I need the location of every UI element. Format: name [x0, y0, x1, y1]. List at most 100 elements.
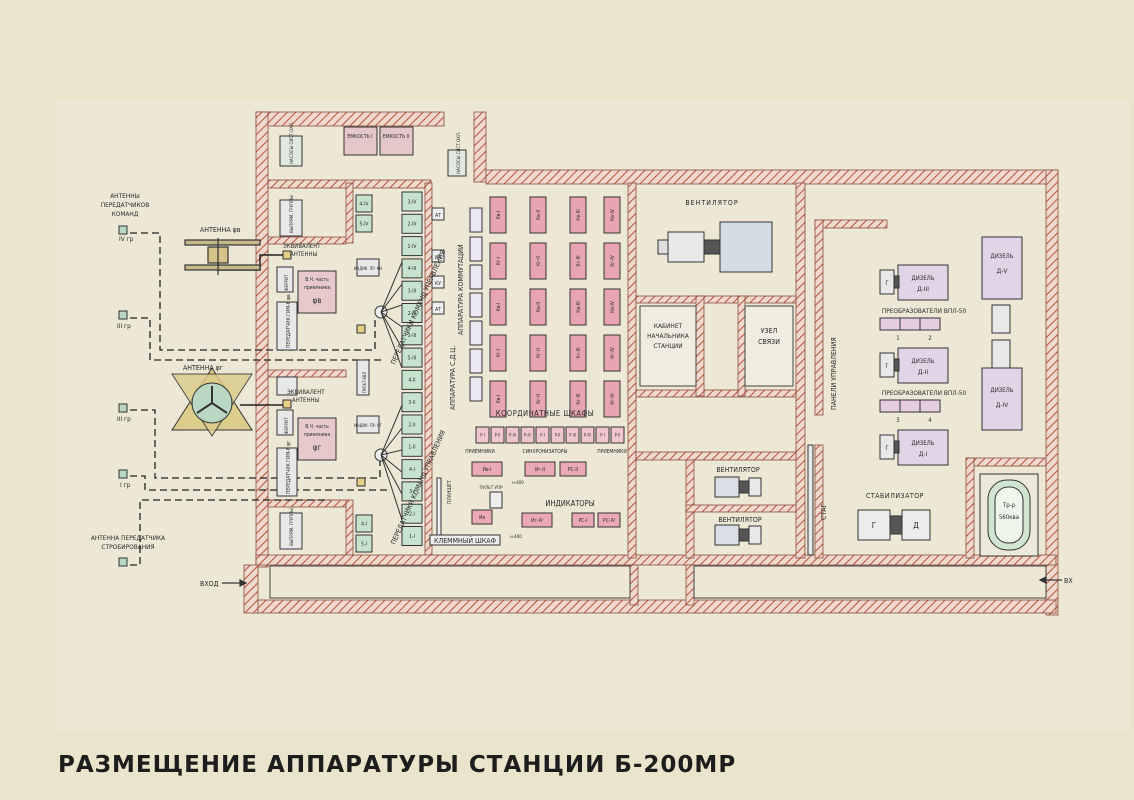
gim-v-label: ПЕРЕДАТЧИК ГИМ-6 φв	[286, 294, 292, 348]
k-cabinet-4-3	[603, 380, 621, 418]
k-cabinet-1-2	[569, 242, 587, 280]
ant-strobe-line2: СТРОБИРОВАНИЯ	[101, 543, 154, 551]
rf1-line3: φв	[313, 296, 322, 305]
indicator-boxes	[356, 258, 380, 434]
sync-unit-0-label: Р-I	[480, 432, 485, 437]
gr1-label: I гр	[120, 481, 131, 489]
panels-label: ПАНЕЛИ УПРАВЛЕНИЯ	[830, 337, 838, 410]
sync-unit-2-label: Р-III	[509, 432, 516, 437]
cabinet-line3: СТАНЦИИ	[653, 342, 682, 350]
rect1-label: ВЫПРЯМ. ГРУППЫ	[289, 195, 295, 233]
k-cabinet-0-1-label: Кв-II	[536, 210, 542, 220]
page-title: РАЗМЕЩЕНИЕ АППАРАТУРЫ СТАНЦИИ Б-200МР	[58, 752, 737, 778]
sync-unit-3	[520, 426, 535, 444]
conv-num-1: 1	[896, 335, 899, 342]
indicator-unit-1-label: Иг-II	[535, 467, 545, 473]
k-cabinet-2-0	[489, 288, 507, 326]
sync-unit-9-label: Р-II	[615, 432, 621, 437]
gr3b-label: III гр	[117, 415, 131, 423]
transmitter-b-10-label: 2-II	[408, 422, 415, 428]
k-cabinet-2-0-label: Кв-I	[496, 303, 502, 312]
entry-out-label: ВХ	[1064, 577, 1073, 585]
conv-num-4: 4	[928, 417, 932, 424]
indicator-unit-5-label: РС-I	[579, 518, 588, 524]
sync-unit-4-label: Р-I	[540, 432, 545, 437]
gr3a-label: III гр	[117, 322, 131, 330]
transmitter-b-7	[401, 347, 423, 368]
k-cabinet-3-0	[489, 334, 507, 372]
transmitter-b-2	[401, 236, 423, 257]
k-cabinet-3-2-label: Кг-III	[576, 347, 582, 358]
ant-cmd-line2: ПЕРЕДАТЧИКОВ	[101, 201, 150, 209]
transmitter-b-2-label: 1-IV	[408, 244, 418, 250]
sync-unit-0	[475, 426, 490, 444]
k-cabinet-1-3-label: Кг-IV	[610, 254, 616, 267]
transmitter-a-13	[355, 534, 373, 553]
receivers-label-left: ПРИЕМНИКИ	[465, 449, 495, 455]
ant-phi-v-label: АНТЕННА φв	[200, 226, 241, 234]
k-cabinet-4-2	[569, 380, 587, 418]
indicator-unit-5	[571, 512, 595, 528]
k-cabinet-4-1	[529, 380, 547, 418]
k-cabinet-2-1	[529, 288, 547, 326]
entry-arrows	[222, 576, 1062, 587]
converter-units	[879, 317, 941, 413]
indicator-unit-0-label: Ив-I	[483, 467, 492, 473]
n400a-label: н-400	[512, 480, 524, 486]
sync-label: СИНХРОНИЗАТОРЫ	[523, 449, 568, 455]
antenna-cables	[130, 232, 390, 566]
console-boxes	[429, 477, 503, 546]
cabinet-line1: КАБИНЕТ	[654, 322, 683, 330]
indicator-unit-3	[471, 509, 493, 525]
sync-unit-1-label: Р-II	[495, 432, 501, 437]
transmitter-b-6	[401, 325, 423, 346]
k-cabinet-3-0-label: Кг-I	[496, 349, 502, 358]
kt-3: КУ	[435, 281, 441, 287]
transmitter-b-1-label: 2-IV	[408, 222, 418, 228]
building-walls	[243, 111, 1059, 616]
k-cabinet-2-2-label: Кв-III	[576, 301, 582, 312]
transmitter-column-a: 4-IV5-IV4-I5-I	[355, 194, 373, 553]
g-label-3: Г	[885, 445, 888, 452]
indicator-unit-2	[559, 461, 587, 477]
receivers-label-right: ПРИЕМНИКИ	[597, 449, 627, 455]
equiv2-line1: ЭКВИВАЛЕНТ	[287, 389, 325, 396]
equiv2-line2: АНТЕННЫ	[292, 397, 320, 404]
sync-unit-8	[595, 426, 610, 444]
indicator-unit-6-label: РС-IV	[603, 518, 616, 524]
indicator-unit-1	[524, 461, 556, 477]
rack-boxes	[276, 199, 303, 550]
transmitter-a-12-label: 4-I	[361, 521, 367, 527]
rect2-label: ВЫПРЯМ. ГРУППЫ	[289, 508, 295, 546]
diesel-units	[879, 236, 1023, 466]
sync-unit-2	[505, 426, 520, 444]
k-cabinet-4-3-label: Кг-IV	[610, 392, 616, 405]
transmitter-a-1	[355, 214, 373, 233]
transmitter-a-0-label: 4-IV	[360, 201, 370, 207]
tank2-label: ЕМКОСТЬ II	[383, 134, 410, 140]
indic-g-label: ИНДИК. ПР. КГ	[354, 423, 382, 428]
commutation-racks	[469, 207, 483, 402]
diesel1-line1: ДИЗЕЛЬ	[912, 275, 935, 282]
transformer-line1: Тр-р	[1002, 502, 1016, 509]
transmitter-b-9	[401, 392, 423, 413]
transmitter-b-13	[401, 481, 423, 502]
conv-num-2: 2	[928, 335, 931, 342]
small-ventilators	[714, 476, 762, 546]
equiv1-line2: АНТЕННЫ	[290, 251, 318, 258]
sync-unit-6	[565, 426, 580, 444]
ant-phi-g-label: АНТЕННА φг	[183, 364, 223, 372]
k-cabinet-3-1	[529, 334, 547, 372]
indicator-unit-4-label: Иг-IV	[531, 518, 544, 524]
transmitter-a-0	[355, 194, 373, 213]
kt-4: АТ	[435, 307, 441, 313]
ferrite2-label: ФЕРРИТ	[284, 417, 290, 434]
equiv1-line1: ЭКВИВАЛЕНТ	[283, 243, 321, 250]
ferrite1-label: ФЕРРИТ	[284, 274, 290, 291]
transmitter-b-5	[401, 303, 423, 323]
transmitter-b-0	[401, 191, 423, 212]
kt-2: ИК	[435, 255, 442, 261]
tank-boxes	[343, 126, 414, 156]
